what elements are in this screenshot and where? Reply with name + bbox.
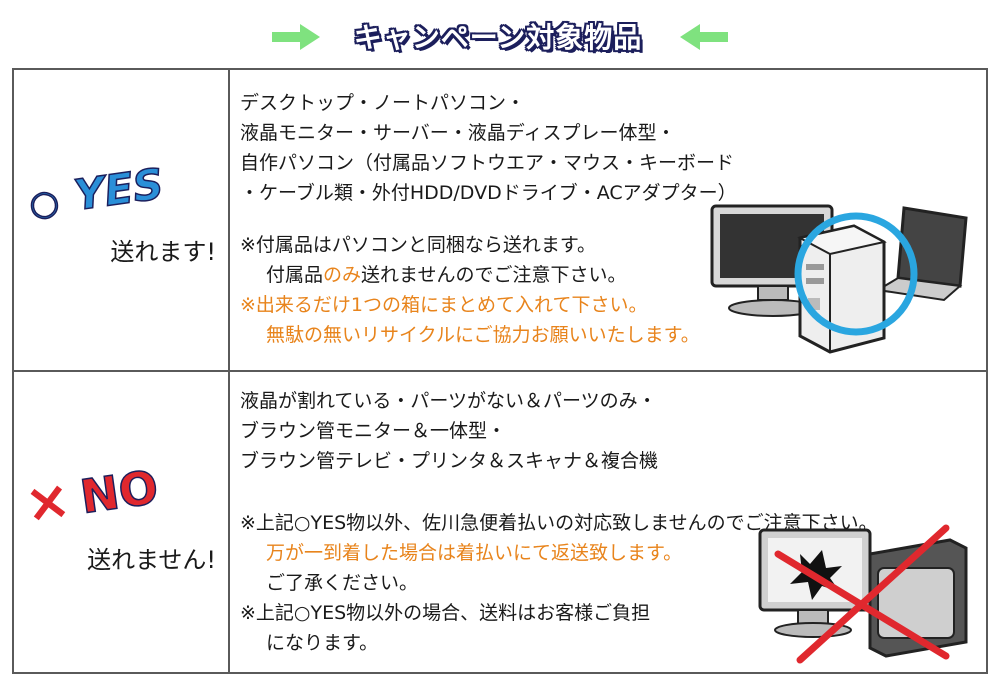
broken-monitor-illustration <box>758 524 968 664</box>
header: キャンペーン対象物品 <box>0 14 1000 64</box>
yes-item-line: 液晶モニター・サーバー・液晶ディスプレー体型・ <box>240 122 676 144</box>
yes-item-line: デスクトップ・ノートパソコン・ <box>240 92 526 114</box>
yes-note-line: ※付属品はパソコンと同梱なら送れます。 <box>240 234 597 256</box>
no-right-cell: 液晶が割れている・パーツがない＆パーツのみ・ ブラウン管モニター＆一体型・ ブラ… <box>228 370 988 674</box>
no-note-line: ※上記○YES物以外の場合、送料はお客様ご負担 <box>240 602 651 624</box>
yes-send-label: 送れます! <box>110 238 216 266</box>
yes-badge: ○ YES <box>26 160 167 220</box>
yes-note-line: ※出来るだけ1つの箱にまとめて入れて下さい。 <box>240 294 648 316</box>
yes-notes: ※付属品はパソコンと同梱なら送れます。 付属品のみ送れませんのでご注意下さい。 … <box>240 230 700 350</box>
no-notes: ※上記○YES物以外、佐川急便着払いの対応致しませんのでご注意下さい。 万が一到… <box>240 508 878 658</box>
no-note-line: 万が一到着した場合は着払いにて返送致します。 <box>266 542 683 564</box>
yes-right-cell: デスクトップ・ノートパソコン・ 液晶モニター・サーバー・液晶ディスプレー体型・ … <box>228 68 988 372</box>
computer-illustration <box>710 204 968 354</box>
yes-row: ○ YES 送れます! デスクトップ・ノートパソコン・ 液晶モニター・サーバー・… <box>12 68 988 372</box>
no-row: × NO 送れません! 液晶が割れている・パーツがない＆パーツのみ・ ブラウン管… <box>12 370 988 674</box>
no-note-line: ※上記○YES物以外、佐川急便着払いの対応致しませんのでご注意下さい。 <box>240 512 878 534</box>
note-text: 送れませんのでご注意下さい。 <box>361 264 627 286</box>
no-note-line: ご了承ください。 <box>266 572 419 594</box>
no-send-label: 送れません! <box>87 546 216 574</box>
no-item-line: 液晶が割れている・パーツがない＆パーツのみ・ <box>240 390 657 412</box>
arrow-left-icon <box>680 24 728 50</box>
yes-item-list: デスクトップ・ノートパソコン・ 液晶モニター・サーバー・液晶ディスプレー体型・ … <box>240 88 737 208</box>
no-badge: × NO <box>24 459 162 526</box>
campaign-table: ○ YES 送れます! デスクトップ・ノートパソコン・ 液晶モニター・サーバー・… <box>12 68 988 674</box>
no-left-cell: × NO 送れません! <box>12 370 230 674</box>
yes-word: YES <box>71 160 166 220</box>
no-item-line: ブラウン管テレビ・プリンタ＆スキャナ＆複合機 <box>240 450 659 472</box>
yes-item-line: ・ケーブル類・外付HDD/DVDドライブ・ACアダプター） <box>240 182 737 204</box>
yes-left-cell: ○ YES 送れます! <box>12 68 230 372</box>
note-text: 付属品 <box>266 264 324 286</box>
yes-note-line: 付属品のみ送れませんのでご注意下さい。 <box>240 260 700 290</box>
arrow-right-icon <box>272 24 320 50</box>
no-note-line: になります。 <box>266 632 379 654</box>
no-word: NO <box>77 460 161 524</box>
note-highlight: のみ <box>323 264 362 286</box>
no-item-list: 液晶が割れている・パーツがない＆パーツのみ・ ブラウン管モニター＆一体型・ ブラ… <box>240 386 658 476</box>
yes-mark: ○ <box>27 182 62 220</box>
no-mark: × <box>24 467 74 526</box>
yes-note-line: 無駄の無いリサイクルにご協力お願いいたします。 <box>266 324 700 346</box>
yes-item-line: 自作パソコン（付属品ソフトウエア・マウス・キーボード <box>240 152 735 174</box>
no-item-line: ブラウン管モニター＆一体型・ <box>240 420 507 442</box>
page-title: キャンペーン対象物品 <box>353 21 643 54</box>
